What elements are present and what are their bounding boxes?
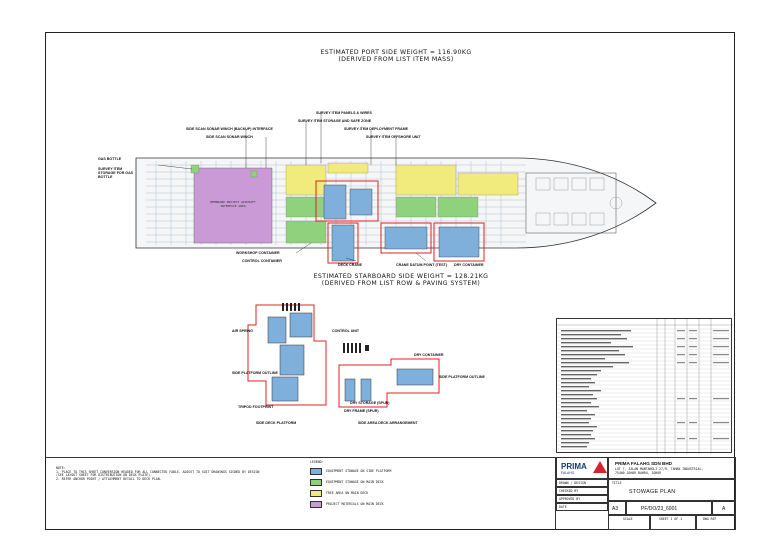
side-deck-detail: [247, 303, 327, 406]
drawing-title: STOWAGE PLAN: [629, 489, 676, 495]
label-crane-datum: CRANE DATUM POINT (TEST): [396, 263, 448, 267]
free-area-4: [457, 172, 519, 196]
legend-swatch-green: [310, 479, 322, 486]
svg-text:INTERFACE AREA: INTERFACE AREA: [220, 204, 245, 208]
document-number: PF/DO/23_6001: [641, 506, 678, 512]
air-spring-unit: [267, 316, 287, 344]
tripod-footprint: [271, 376, 299, 402]
weight-table-grid: [557, 319, 733, 454]
project-materials-area: [193, 167, 273, 244]
main-deck-stowage-2: [285, 220, 327, 244]
label-workshop-container: WORKSHOP CONTAINER: [236, 251, 280, 255]
label-tripod: TRIPOD FOOTPRINT: [238, 405, 274, 409]
port-weight-title: ESTIMATED PORT SIDE WEIGHT = 116.90KG (D…: [286, 49, 506, 63]
label-dry-frame: DRY FRAME (SPUR): [344, 409, 379, 413]
main-deck-stowage-1: [285, 196, 327, 218]
legend-swatch-purple: [310, 501, 322, 508]
label-sss-backup: SIDE SCAN SONAR WINCH (BACKUP) INTERFACE: [186, 127, 273, 131]
field-checked: CHECKED BY: [559, 489, 579, 493]
legend-swatch-blue: [310, 468, 322, 475]
control-unit: [289, 312, 313, 338]
bottom-divider: [46, 457, 736, 458]
equipment-zone-1: [315, 180, 379, 222]
company-logo: PRIMA FALAHG: [556, 457, 608, 479]
logo-text: PRIMA: [561, 462, 587, 471]
legend-label-3: FREE AREA ON MAIN DECK: [326, 491, 369, 495]
note-1-cont: (SEE LAYOUT SHEET FOR DISTRIBUTION ON DE…: [56, 473, 152, 478]
equipment-zone-4: [433, 222, 485, 262]
drawing-title-cell: TITLE STOWAGE PLAN: [608, 479, 736, 501]
note-1: 1. PLACE TO THIS SHEET CONVERSION HEADED…: [56, 469, 260, 474]
notes-block: NOTE: 1. PLACE TO THIS SHEET CONVERSION …: [56, 466, 296, 481]
superstructure: [525, 172, 617, 234]
footer-sheet: SHEET 1 OF 1: [659, 517, 683, 521]
weight-table: [556, 318, 733, 454]
equipment-zone-2: [327, 222, 359, 264]
label-deck-crane: DECK CRANE: [338, 263, 362, 267]
company-name: PRIMA FALAHG SDN BHD: [615, 461, 672, 466]
caption-side-deck: SIDE DECK PLATFORM: [256, 421, 297, 425]
starboard-weight-line2: (DERIVED FROM LIST ROW & PAVING SYSTEM): [321, 280, 481, 287]
area-outline: [338, 358, 440, 408]
free-area-2: [327, 162, 369, 174]
company-address-2: 75400 JOHOR BAHRU, JOHOR: [615, 471, 662, 475]
project-area-label: MEMBRANE PROJECT AIRCRAFT: [210, 200, 255, 204]
main-deck-stowage-4: [437, 196, 479, 218]
equipment-zone-3: [380, 222, 432, 254]
caption-side-area: SIDE AREA DECK ARRANGEMENT: [358, 421, 418, 425]
label-gas-bottle: GAS BOTTLE: [98, 157, 122, 161]
label-right-platform: SIDE PLATFORM OUTLINE: [439, 375, 485, 379]
label-deployment-frame: SURVEY ITEM DEPLOYMENT FRAME: [344, 127, 408, 131]
title-block: PRIMA FALAHG PRIMA FALAHG SDN BHD LOT 7,…: [555, 457, 736, 530]
platform-ladder: [282, 303, 300, 311]
platform-outline: [247, 304, 327, 406]
label-gas-storage: SURVEY ITEM STORAGE FOR GAS BOTTLE: [98, 167, 134, 179]
legend-swatch-yellow: [310, 490, 322, 497]
drawing-sheet: ESTIMATED PORT SIDE WEIGHT = 116.90KG (D…: [45, 32, 736, 530]
footer-ref: DWG REF: [703, 517, 717, 521]
legend: LEGEND: EQUIPMENT STOWAGE ON SIDE PLATFO…: [310, 460, 510, 521]
legend-label-4: PROJECT MATERIALS ON MAIN DECK: [326, 502, 384, 506]
label-survey-panels: SURVEY ITEM PANELS & WIRES: [316, 111, 372, 115]
title-label: TITLE: [612, 481, 622, 485]
footer-scale: SCALE: [623, 517, 633, 521]
legend-label-1: EQUIPMENT STOWAGE ON SIDE PLATFORM: [326, 469, 392, 473]
label-control-container: CONTROL CONTAINER: [242, 259, 282, 263]
notes-heading: NOTE:: [56, 466, 66, 470]
field-date: DATE: [559, 505, 567, 509]
label-right-dry-container: DRY CONTAINER: [414, 353, 444, 357]
free-area-1: [285, 164, 327, 196]
label-control-unit: CONTROL UNIT: [332, 329, 360, 333]
company-address-1: LOT 7, JALAN MANTANGLI 27/9, TAMAN INDUS…: [615, 467, 704, 471]
logo-triangle-icon: [593, 461, 607, 473]
starboard-weight-line1: ESTIMATED STARBOARD SIDE WEIGHT = 128.21…: [313, 273, 489, 280]
dry-container-unit: [396, 368, 434, 386]
legend-label-2: EQUIPMENT STOWAGE ON MAIN DECK: [326, 480, 384, 484]
starboard-weight-title: ESTIMATED STARBOARD SIDE WEIGHT = 128.21…: [271, 273, 531, 287]
label-survey-storage: SURVEY ITEM STORAGE AND SAFE ZONE: [298, 119, 372, 123]
sheet-size: A3: [612, 506, 619, 512]
field-drawn: DRAWN / DESIGN: [559, 481, 586, 485]
logo-subtext: FALAHG: [561, 471, 575, 475]
label-dry-container: DRY CONTAINER: [454, 263, 484, 267]
label-side-platform: SIDE PLATFORM OUTLINE: [232, 371, 278, 375]
side-area-detail: [338, 343, 440, 408]
label-sss-winch: SIDE SCAN SONAR WINCH: [206, 135, 253, 139]
legend-heading: LEGEND:: [310, 460, 324, 464]
port-weight-line2: (DERIVED FROM LIST ITEM MASS): [338, 56, 454, 63]
note-2: 2. REFER ANCHOR POINT / ATTACHMENT DETAI…: [56, 476, 162, 481]
revision: A: [722, 506, 726, 512]
free-area-3: [395, 164, 457, 196]
deck-plan: MEMBRANE PROJECT AIRCRAFT INTERFACE AREA: [135, 113, 657, 264]
port-weight-line1: ESTIMATED PORT SIDE WEIGHT = 116.90KG: [320, 49, 472, 56]
label-offshore-unit: SURVEY ITEM OFFSHORE UNIT: [366, 135, 421, 139]
label-dry-storage: DRY STORAGE (SPUR): [350, 401, 390, 405]
field-approved: APPROVED BY: [559, 497, 581, 501]
main-deck-stowage-3: [395, 196, 437, 218]
label-air-spring: AIR SPRING: [232, 329, 253, 333]
company-info: PRIMA FALAHG SDN BHD LOT 7, JALAN MANTAN…: [608, 457, 736, 479]
